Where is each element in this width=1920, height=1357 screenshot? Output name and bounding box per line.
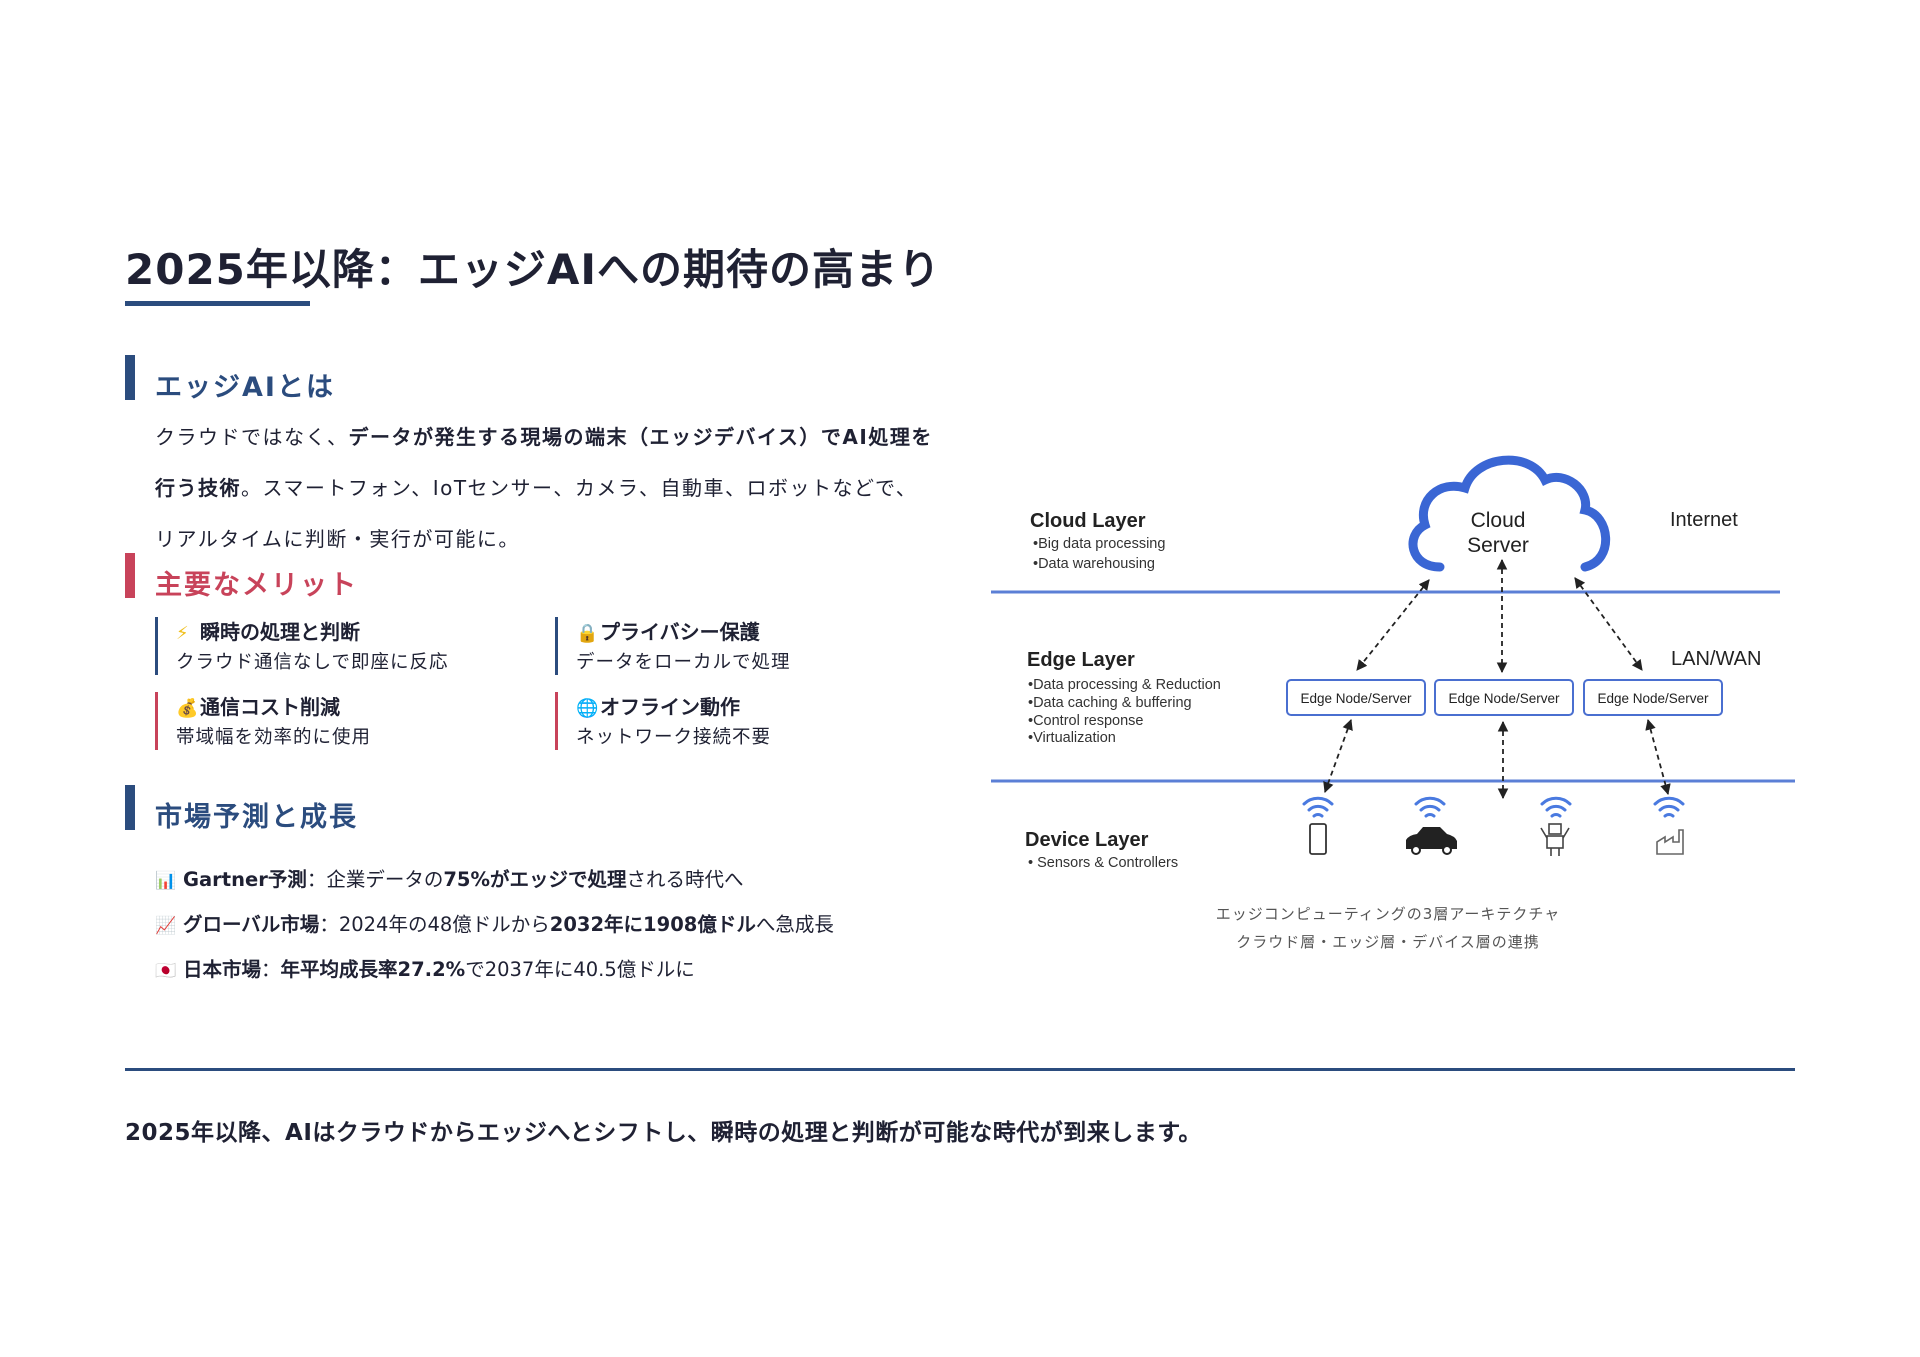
wifi-icon [1653, 796, 1685, 818]
diagram-caption: クラウド層・エッジ層・デバイス層の連携 [1236, 933, 1540, 951]
market-text: される時代へ [626, 868, 744, 891]
page-title: 2025年以降：エッジAIへの期待の高まり [125, 245, 942, 294]
edge-layer-title: Edge Layer [1027, 649, 1135, 671]
benefit-title: オフライン動作 [600, 695, 740, 719]
globe-icon: 🌐 [576, 698, 599, 719]
separator: ： [306, 868, 327, 891]
section-accent-bar [125, 553, 135, 598]
edge-ai-description: クラウドではなく、データが発生する現場の端末（エッジデバイス）でAI処理を行う技… [155, 412, 935, 565]
market-item: 🇯🇵 日本市場：年平均成長率27.2%で2037年に40.5億ドルに [155, 953, 695, 982]
benefit-item: 💰通信コスト削減 帯域幅を効率的に使用 [155, 692, 556, 750]
market-highlight: 年平均成長率27.2% [280, 958, 466, 981]
benefit-item: ⚡ 瞬時の処理と判断 クラウド通信なしで即座に反応 [155, 617, 556, 675]
wifi-icon [1540, 796, 1572, 818]
market-text: 企業データの [326, 868, 444, 891]
edge-layer-bullet: •Control response [1028, 713, 1144, 729]
connection-arrows [1323, 558, 1671, 800]
intro-text: 。スマートフォン、IoTセンサー、カメラ、自動車、ロボットなどで、リアルタイムに… [155, 476, 918, 551]
market-label: 日本市場 [183, 958, 262, 981]
cloud-layer-bullet: •Data warehousing [1033, 556, 1155, 572]
market-item: 📈 グローバル市場：2024年の48億ドルから2032年に1908億ドルへ急成長 [155, 908, 834, 937]
edge-layer-bullet: •Data caching & buffering [1028, 695, 1192, 711]
market-item: 📊 Gartner予測：企業データの75%がエッジで処理される時代へ [155, 863, 744, 892]
divider [125, 1068, 1795, 1071]
cloud-server-label: Server [1467, 534, 1529, 557]
conclusion-text: 2025年以降、AIはクラウドからエッジへとシフトし、瞬時の処理と判断が可能な時… [125, 1120, 1202, 1146]
market-label: グローバル市場 [183, 913, 320, 936]
benefit-title: プライバシー保護 [600, 620, 760, 644]
benefit-desc: ネットワーク接続不要 [576, 727, 772, 748]
market-highlight: 75%がエッジで処理 [443, 868, 627, 891]
benefit-title: 瞬時の処理と判断 [200, 620, 360, 644]
trend-up-icon: 📈 [155, 916, 177, 936]
edge-node-box: Edge Node/Server [1434, 679, 1574, 716]
section-heading-benefits: 主要なメリット [155, 570, 358, 601]
intro-text: クラウドではなく、 [155, 425, 349, 449]
wifi-icon [1414, 796, 1446, 818]
benefit-item: 🌐オフライン動作 ネットワーク接続不要 [555, 692, 956, 750]
benefit-desc: 帯域幅を効率的に使用 [176, 727, 372, 748]
market-text: で2037年に40.5億ドルに [465, 958, 695, 981]
market-label: Gartner予測 [183, 868, 307, 891]
benefit-desc: データをローカルで処理 [576, 652, 791, 673]
edge-node-box: Edge Node/Server [1286, 679, 1426, 716]
lan-wan-label: LAN/WAN [1671, 648, 1761, 670]
diagram-caption: エッジコンピューティングの3層アーキテクチャ [1215, 905, 1561, 923]
market-text: へ急成長 [755, 913, 834, 936]
section-heading-market: 市場予測と成長 [155, 802, 358, 833]
title-underline [125, 301, 310, 306]
intro-bold-text: データが発生する現場の端末（エッジデバイス）でAI処理を行う技術 [155, 425, 933, 500]
edge-architecture-diagram: Cloud Server Internet Cloud Layer •Big d… [991, 455, 1795, 871]
internet-label: Internet [1670, 509, 1738, 531]
cloud-layer-title: Cloud Layer [1030, 510, 1146, 532]
benefit-title: 通信コスト削減 [200, 695, 340, 719]
device-layer-bullet: • Sensors & Controllers [1028, 855, 1178, 871]
cloud-icon [1408, 455, 1611, 572]
section-heading-edge-ai: エッジAIとは [155, 372, 335, 403]
section-accent-bar [125, 785, 135, 830]
lightning-icon: ⚡ [176, 623, 189, 644]
benefit-item: 🔒プライバシー保護 データをローカルで処理 [555, 617, 956, 675]
robot-icon [1540, 823, 1570, 856]
svg-text:Edge Node/Server: Edge Node/Server [1300, 691, 1412, 706]
svg-text:Edge Node/Server: Edge Node/Server [1597, 691, 1709, 706]
edge-node-box: Edge Node/Server [1583, 679, 1723, 716]
section-accent-bar [125, 355, 135, 400]
market-text: 2024年の48億ドルから [338, 913, 550, 936]
separator: ： [261, 958, 281, 981]
bar-chart-icon: 📊 [155, 871, 177, 891]
smartphone-icon [1309, 823, 1327, 855]
money-bag-icon: 💰 [176, 698, 199, 719]
svg-text:Edge Node/Server: Edge Node/Server [1448, 691, 1560, 706]
car-icon [1406, 827, 1457, 849]
edge-layer-bullet: •Data processing & Reduction [1028, 677, 1221, 693]
wifi-icon [1302, 796, 1334, 818]
edge-layer-bullet: •Virtualization [1028, 730, 1116, 746]
cloud-layer-bullet: •Big data processing [1033, 536, 1165, 552]
separator: ： [319, 913, 339, 936]
factory-icon [1656, 829, 1684, 855]
lock-icon: 🔒 [576, 623, 599, 644]
market-highlight: 2032年に1908億ドル [549, 913, 756, 936]
benefit-desc: クラウド通信なしで即座に反応 [176, 652, 449, 673]
device-layer-title: Device Layer [1025, 829, 1149, 851]
japan-flag-icon: 🇯🇵 [155, 961, 177, 981]
cloud-server-label: Cloud [1471, 509, 1526, 532]
